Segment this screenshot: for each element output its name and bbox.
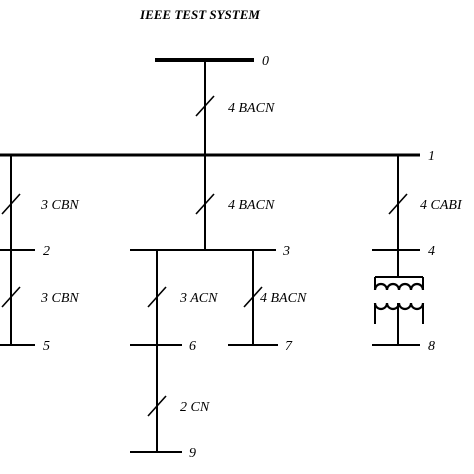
line-1-4-label: 4 CABI bbox=[420, 198, 463, 213]
line-1-4-conductor-tick bbox=[388, 193, 408, 215]
line-3-7-conductor-tick bbox=[243, 286, 263, 308]
bus-0-label: 0 bbox=[262, 54, 269, 69]
line-1-2-conductor-tick bbox=[1, 193, 21, 215]
line-1-3-label: 4 BACN bbox=[228, 198, 275, 213]
line-6-9-label: 2 CN bbox=[180, 400, 210, 415]
bus-5-label: 5 bbox=[43, 339, 50, 354]
bus-1-label: 1 bbox=[428, 149, 435, 164]
bus-9-label: 9 bbox=[189, 446, 196, 461]
bus-3-label: 3 bbox=[282, 244, 290, 259]
line-6-9-conductor-tick bbox=[147, 395, 167, 417]
line-2-5-label: 3 CBN bbox=[40, 291, 79, 306]
diagram-title: IEEE TEST SYSTEM bbox=[139, 7, 260, 22]
line-3-6-label: 3 ACN bbox=[179, 291, 218, 306]
line-0-1-label: 4 BACN bbox=[228, 101, 275, 116]
bus-4-label: 4 bbox=[428, 244, 435, 259]
line-0-1-conductor-tick bbox=[195, 95, 215, 117]
line-3-6-conductor-tick bbox=[147, 286, 167, 308]
bus-2-label: 2 bbox=[43, 244, 50, 259]
line-3-7-label: 4 BACN bbox=[260, 291, 307, 306]
bus-8-label: 8 bbox=[428, 339, 435, 354]
bus-7-label: 7 bbox=[285, 339, 293, 354]
line-2-5-conductor-tick bbox=[1, 286, 21, 308]
line-1-3-conductor-tick bbox=[195, 193, 215, 215]
bus-6-label: 6 bbox=[189, 339, 196, 354]
line-1-2-label: 3 CBN bbox=[40, 198, 79, 213]
